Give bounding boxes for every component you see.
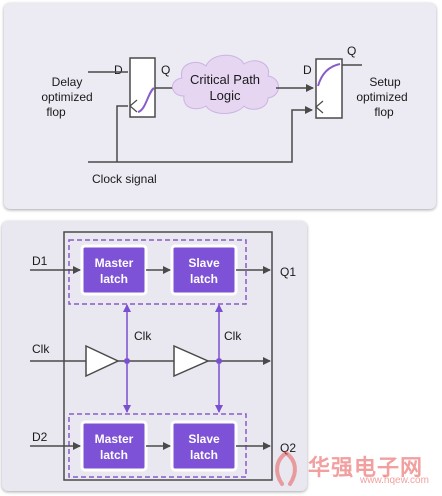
watermark: 华强电子网 www.hqew.com xyxy=(268,450,438,490)
clock-wire-right xyxy=(88,106,313,163)
bottom-slave-line-2: latch xyxy=(190,448,218,462)
cloud-line-1: Critical Path xyxy=(190,72,260,87)
clk-tap-dot-2 xyxy=(216,358,222,364)
clock-wire-left xyxy=(116,105,128,162)
critical-path-cloud xyxy=(172,54,279,114)
cloud-line-2: Logic xyxy=(209,88,241,103)
right-flop-q-label: Q xyxy=(347,44,356,58)
q1-label: Q1 xyxy=(280,265,296,279)
right-flop xyxy=(315,58,343,119)
clk-input-label: Clk xyxy=(32,342,50,356)
top-latch-group xyxy=(68,239,247,305)
left-flop-caption-2: optimized xyxy=(41,90,92,104)
watermark-url: www.hqew.com xyxy=(360,475,429,486)
bottom-slave-latch xyxy=(170,420,238,472)
watermark-logo-icon xyxy=(275,451,297,486)
bottom-master-line-2: latch xyxy=(100,448,128,462)
clk-tap-dot-1 xyxy=(124,358,130,364)
clk-tap-label-2: Clk xyxy=(224,329,242,343)
top-slave-line-2: latch xyxy=(190,272,218,286)
clk-buffer-2 xyxy=(173,344,210,378)
outer-block xyxy=(63,231,273,481)
left-flop xyxy=(129,57,156,118)
d2-label: D2 xyxy=(32,430,48,444)
bottom-master-line-1: Master xyxy=(95,432,134,446)
clock-signal-label: Clock signal xyxy=(92,172,157,186)
top-master-line-1: Master xyxy=(95,256,134,270)
left-flop-q-label: Q xyxy=(161,63,170,77)
top-master-line-2: latch xyxy=(100,272,128,286)
right-flop-caption-1: Setup xyxy=(369,75,401,89)
top-master-latch xyxy=(80,244,148,296)
top-slave-line-1: Slave xyxy=(188,256,220,270)
right-flop-caption-2: optimized xyxy=(356,90,407,104)
left-flop-d-label: D xyxy=(114,63,123,77)
clk-tap-label-1: Clk xyxy=(134,329,152,343)
clk-buffer-1 xyxy=(85,344,120,378)
bottom-slave-line-1: Slave xyxy=(188,432,220,446)
right-flop-caption-3: flop xyxy=(374,105,394,119)
left-flop-caption-3: flop xyxy=(46,105,66,119)
right-flop-d-label: D xyxy=(303,63,312,77)
top-slave-latch xyxy=(170,244,238,296)
watermark-chinese: 华强电子网 xyxy=(308,456,424,481)
q2-label: Q2 xyxy=(280,441,296,455)
left-flop-caption-1: Delay xyxy=(52,75,83,89)
bottom-master-latch xyxy=(80,420,148,472)
d1-label: D1 xyxy=(32,254,48,268)
